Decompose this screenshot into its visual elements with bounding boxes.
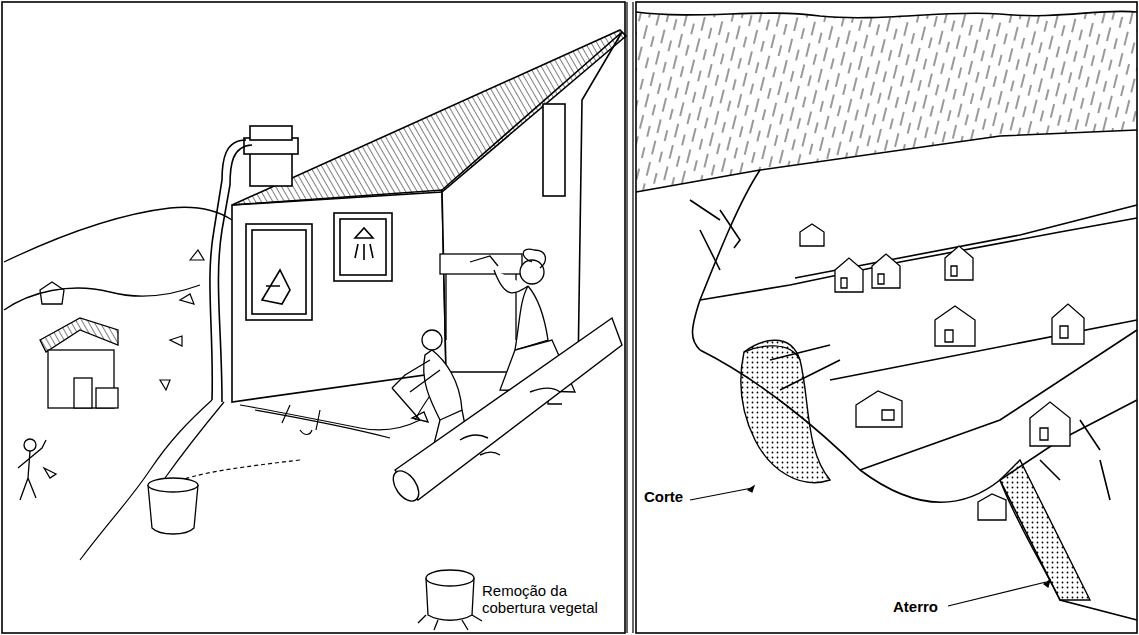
line-art [18, 440, 46, 500]
line-art [460, 388, 560, 455]
line-art [2, 2, 625, 633]
line-art [856, 391, 902, 427]
line-art [741, 340, 830, 482]
line-art [1044, 580, 1050, 587]
line-art [470, 256, 498, 266]
line-art [835, 258, 863, 292]
line-art [334, 213, 392, 281]
line-art [690, 488, 752, 500]
line-art [250, 152, 292, 186]
part-label: Corte [644, 488, 704, 505]
line-art [494, 270, 548, 350]
line-art [748, 486, 754, 492]
line-art [720, 210, 1110, 500]
line-art [1000, 460, 1090, 600]
line-art [282, 405, 320, 435]
cut-zone [741, 340, 830, 482]
line-art [636, 11, 1137, 192]
line-art [246, 224, 312, 320]
line-art [830, 320, 1137, 380]
line-art [523, 249, 545, 268]
line-art [418, 615, 482, 630]
line-art [40, 282, 64, 304]
line-art [636, 11, 1137, 18]
line-art [744, 346, 800, 360]
line-art [44, 468, 56, 478]
shed [40, 318, 118, 408]
fill-zone [1000, 460, 1090, 600]
line-art [240, 405, 420, 430]
line-art [392, 360, 440, 392]
line-art [355, 228, 373, 260]
line-art [232, 30, 626, 205]
line-art [395, 318, 622, 500]
line-art [872, 254, 900, 288]
line-art [24, 439, 36, 451]
line-art [700, 218, 1137, 300]
line-art [392, 388, 428, 422]
child-figure [18, 439, 56, 500]
line-art [440, 254, 522, 274]
hills [4, 207, 232, 310]
line-art [800, 224, 824, 246]
felled-log [388, 318, 622, 506]
line-art [520, 260, 544, 284]
line-art [165, 402, 224, 478]
line-art [388, 466, 424, 505]
right-panel [636, 2, 1137, 633]
house [210, 30, 626, 402]
line-art [636, 130, 1137, 192]
line-art [74, 378, 92, 408]
part-label: Aterro [893, 598, 963, 615]
line-art [636, 2, 1137, 633]
line-art [232, 190, 446, 402]
line-art [1052, 304, 1084, 344]
rain [636, 11, 1137, 192]
label-leaders [690, 486, 1050, 606]
line-art [210, 140, 246, 400]
line-art [543, 104, 565, 196]
line-art [40, 318, 118, 352]
line-art [262, 270, 290, 304]
part-label: Remoção da cobertura vegetal [482, 582, 614, 616]
line-art [978, 494, 1006, 520]
line-art [252, 230, 306, 314]
line-art [626, 2, 627, 633]
line-art [4, 285, 200, 310]
line-art [948, 582, 1046, 606]
line-art [160, 250, 204, 390]
line-art [935, 306, 975, 346]
line-art [96, 388, 118, 408]
line-art [80, 400, 212, 560]
line-art [1030, 402, 1070, 446]
line-art [945, 246, 973, 280]
line-art [255, 410, 390, 438]
bucket [148, 478, 198, 534]
line-art [426, 570, 474, 586]
tree-stump [418, 570, 482, 630]
line-art [148, 478, 198, 492]
waste-and-runoff [80, 250, 445, 560]
houses [800, 224, 1084, 520]
line-art [422, 330, 442, 350]
line-art [340, 219, 386, 275]
left-panel [2, 2, 633, 633]
line-art [632, 2, 633, 633]
line-art [4, 207, 232, 262]
hillside [636, 130, 1137, 620]
line-art [250, 126, 292, 140]
line-art [860, 330, 1137, 470]
line-art [693, 170, 761, 350]
line-art [218, 145, 252, 402]
